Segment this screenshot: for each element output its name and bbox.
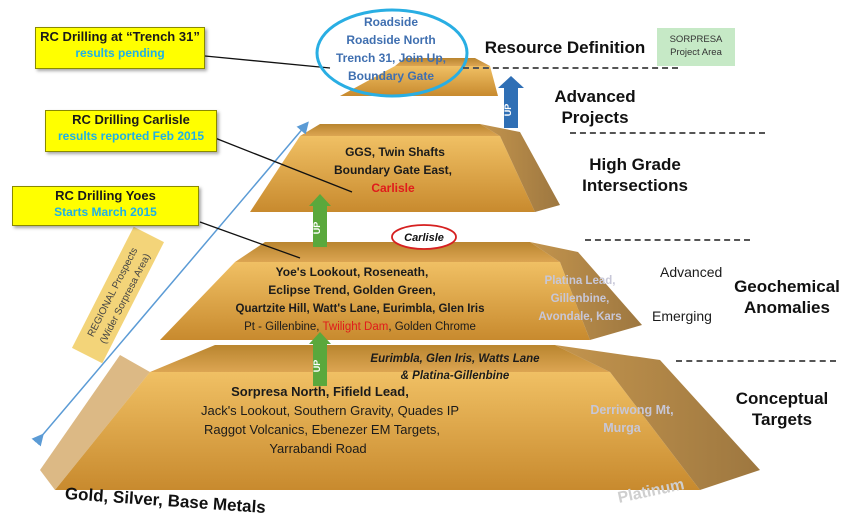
tier3-line-1: GGS, Twin Shafts <box>345 145 445 159</box>
callout-trench31-status: results pending <box>75 46 165 60</box>
tier3-line-2: Boundary Gate East, <box>334 163 452 177</box>
base-side-line-2: Murga <box>603 421 642 435</box>
tier2-line-2: Eclipse Trend, Golden Green, <box>268 283 435 297</box>
label-resource-definition: Resource Definition <box>484 38 646 57</box>
callout-leader-carlisle <box>214 137 353 193</box>
divider-3 <box>585 239 750 241</box>
callout-yoes: RC Drilling Yoes Starts March 2015 <box>12 186 199 226</box>
label-high-grade: High Grade Intersections <box>582 155 688 195</box>
up-arrow-top: UP <box>498 76 524 128</box>
callout-trench31: RC Drilling at “Trench 31” results pendi… <box>35 27 205 69</box>
carlisle-oval-label: Carlisle <box>404 232 444 244</box>
divider-1 <box>463 67 678 69</box>
sorpresa-project-area: SORPRESA Project Area <box>657 28 735 66</box>
tier2-line-1: Yoe's Lookout, Roseneath, <box>276 265 429 279</box>
top-line-1: Roadside <box>364 15 418 29</box>
tier2-side-line-2: Gillenbine, <box>551 293 610 305</box>
callout-leader-yoes <box>199 221 301 259</box>
tier2-line-3: Quartzite Hill, Watt's Lane, Eurimbla, G… <box>236 303 485 315</box>
tier3-line-red: Carlisle <box>371 181 415 195</box>
top-line-4: Boundary Gate <box>348 69 434 83</box>
between-line-1: Eurimbla, Glen Iris, Watts Lane <box>370 353 540 365</box>
divider-4 <box>676 360 836 362</box>
top-line-2: Roadside North <box>346 33 435 47</box>
callout-leader-trench <box>204 55 331 69</box>
tier2-line-pt: Pt - Gillenbine, Twilight Dam, Golden Ch… <box>244 321 476 333</box>
label-emerging: Emerging <box>652 308 712 324</box>
tier-high-grade <box>250 124 560 212</box>
svg-text:UP: UP <box>503 104 513 117</box>
base-line-4: Yarrabandi Road <box>269 441 366 456</box>
callout-yoes-title: RC Drilling Yoes <box>55 188 156 203</box>
base-line-3: Raggot Volcanics, Ebenezer EM Targets, <box>204 422 440 437</box>
between-line-2: & Platina-Gillenbine <box>401 370 510 382</box>
svg-text:UP: UP <box>312 222 322 235</box>
label-geochemical: Geochemical Anomalies <box>734 277 840 317</box>
divider-2 <box>570 132 765 134</box>
label-advanced-projects: Advanced Projects <box>554 87 636 127</box>
label-advanced: Advanced <box>660 264 723 280</box>
base-line-1: Sorpresa North, Fifield Lead, <box>231 384 409 399</box>
base-line-2: Jack's Lookout, Southern Gravity, Quades… <box>201 403 459 418</box>
carlisle-oval <box>391 224 457 250</box>
svg-text:UP: UP <box>312 360 322 373</box>
regional-arrow <box>31 121 309 447</box>
tier2-side-line-3: Avondale, Kars <box>538 311 621 323</box>
top-line-3: Trench 31, Join Up, <box>336 51 446 65</box>
up-arrow-middle: UP <box>309 194 331 247</box>
regional-prospects-box: REGIONAL Prospects (Wider Sorpresa Area) <box>71 226 165 364</box>
callout-carlisle: RC Drilling Carlisle results reported Fe… <box>45 110 217 152</box>
callout-trench31-title: RC Drilling at “Trench 31” <box>40 29 200 44</box>
label-conceptual: Conceptual Targets <box>735 389 829 429</box>
up-arrow-bottom: UP <box>309 332 331 386</box>
top-highlight-oval <box>315 8 469 98</box>
callout-carlisle-title: RC Drilling Carlisle <box>72 112 190 127</box>
callout-carlisle-status: results reported Feb 2015 <box>57 129 205 143</box>
base-side-line-1: Derriwong Mt, <box>590 403 673 417</box>
callout-yoes-status: Starts March 2015 <box>54 205 157 219</box>
tier2-side-line-1: Platina Lead, <box>545 275 616 287</box>
